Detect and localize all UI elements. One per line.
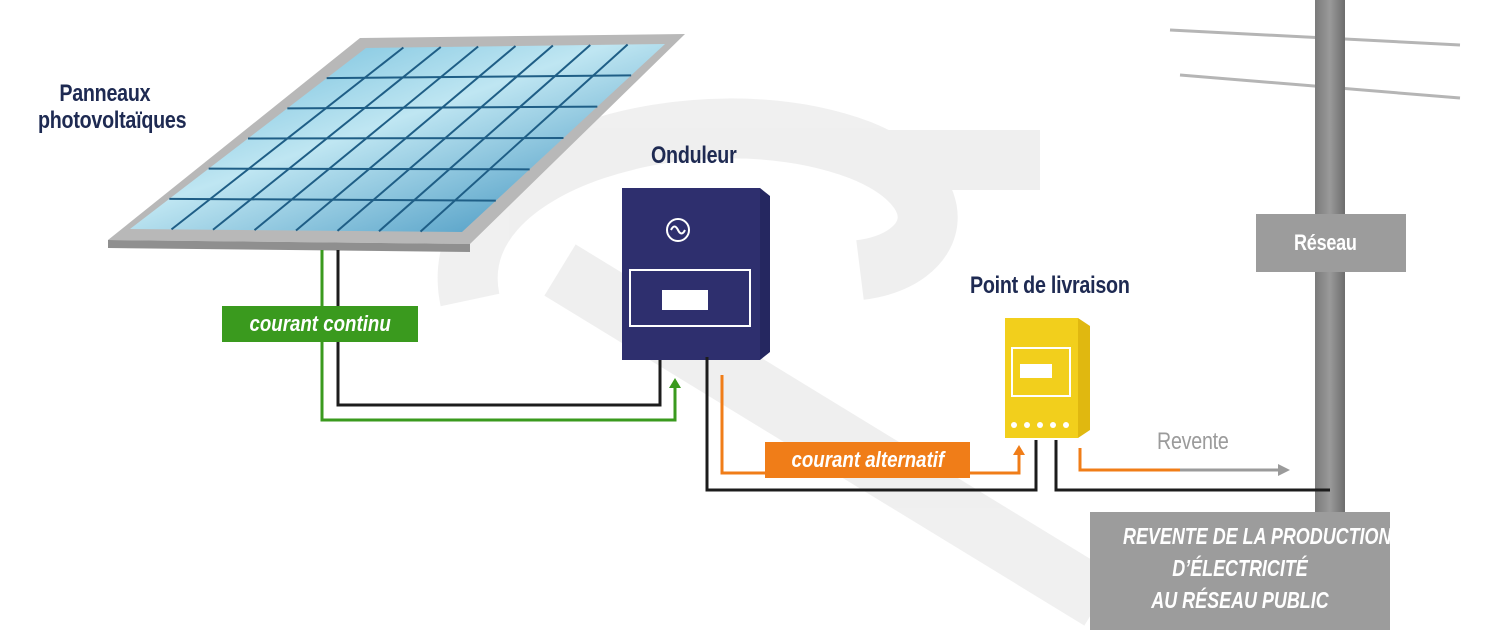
panels-title: Panneaux photovoltaïques <box>38 80 187 134</box>
grid-sign <box>1256 214 1406 272</box>
grid-cable <box>1054 440 1330 492</box>
arrow-right-icon <box>1278 464 1290 476</box>
panel-cell-line <box>326 74 632 80</box>
resale-footer-text: REVENTE DE LA PRODUCTION D’ÉLECTRICITÉ A… <box>1090 520 1392 616</box>
dc-current-tag: courant continu <box>222 306 418 342</box>
footer-line-3: AU RÉSEAU PUBLIC <box>1151 587 1329 613</box>
solar-panel <box>108 34 685 252</box>
sine-wave-icon <box>666 218 690 242</box>
panel-cell-line <box>169 197 496 202</box>
inverter-title: Onduleur <box>651 142 737 169</box>
resale-label: Revente <box>1157 428 1229 455</box>
panels-title-line-1: Panneaux <box>59 80 151 107</box>
panel-cell-line <box>287 105 598 110</box>
resale-arrow <box>1078 448 1280 472</box>
grid-label: Réseau <box>1294 230 1357 255</box>
footer-line-2: D’ÉLECTRICITÉ <box>1172 555 1308 581</box>
delivery-point-title: Point de livraison <box>970 272 1130 299</box>
inverter-box <box>622 188 770 360</box>
ac-current-tag: courant alternatif <box>765 442 970 478</box>
panel-cell-line <box>208 167 530 171</box>
panel-cell-line <box>247 137 564 140</box>
panels-title-line-2: photovoltaïques <box>38 107 187 134</box>
arrow-up-icon <box>669 378 681 388</box>
delivery-meter <box>1005 318 1090 438</box>
dc-current-label: courant continu <box>249 311 391 336</box>
footer-line-1: REVENTE DE LA PRODUCTION <box>1123 523 1392 549</box>
resale-footer-box <box>1090 512 1390 630</box>
arrow-up-icon <box>1013 445 1025 455</box>
ac-current-label: courant alternatif <box>791 447 944 472</box>
